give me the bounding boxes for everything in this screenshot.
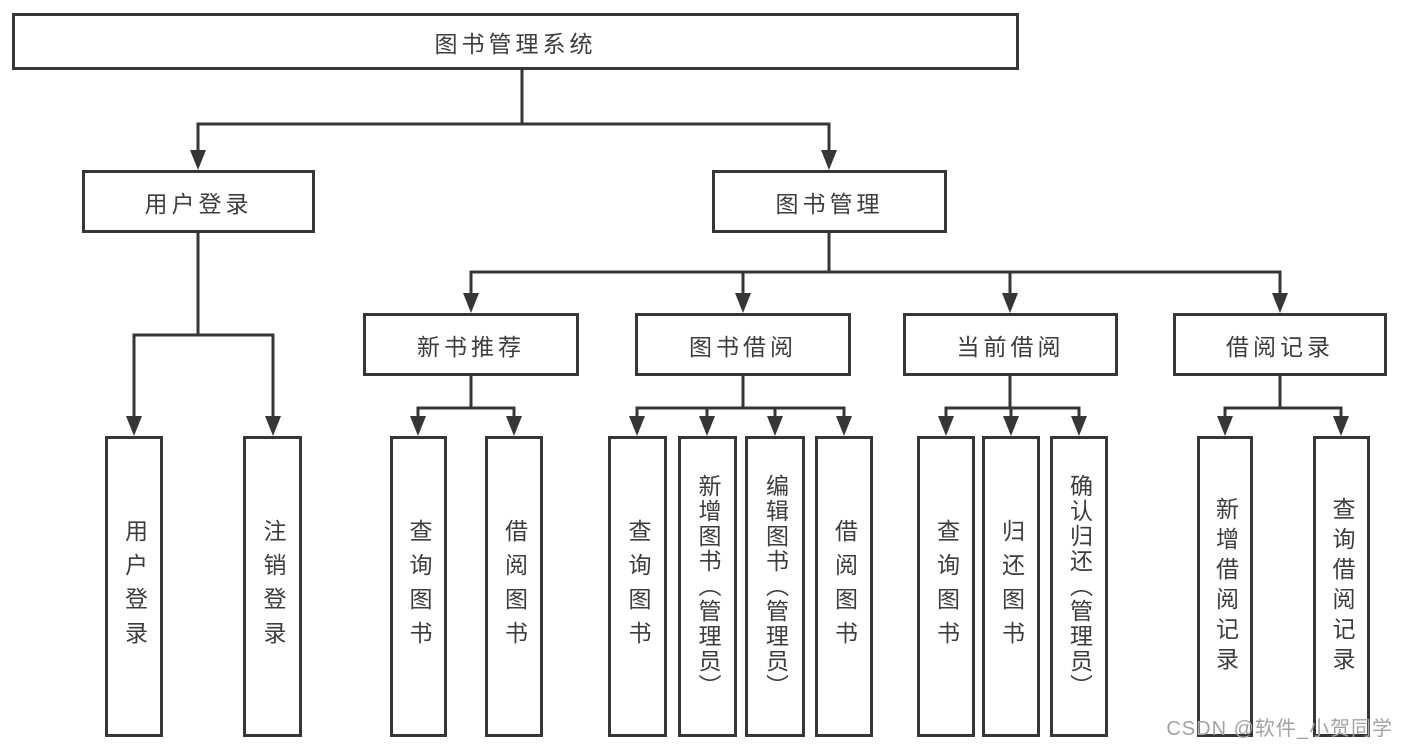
node-new-book-recommend-label: 新书推荐 [417, 333, 525, 360]
arrow-down-icon [1071, 416, 1087, 436]
leaf-query-borrow-record: 查询借阅记录 [1313, 436, 1370, 737]
node-borrow-records-label: 借阅记录 [1226, 333, 1334, 360]
leaf-borrow-books-label: 借阅图书 [831, 518, 858, 655]
arrow-down-icon [1272, 293, 1288, 313]
leaf-query-books-recommend-label: 查询图书 [406, 518, 432, 655]
leaf-confirm-return-admin-label: 确认归还（管理员） [1066, 474, 1093, 699]
node-book-borrow: 图书借阅 [635, 313, 851, 376]
arrow-down-icon [1002, 293, 1018, 313]
arrow-down-icon [767, 416, 783, 436]
arrow-down-icon [506, 416, 522, 436]
node-root: 图书管理系统 [12, 13, 1019, 70]
leaf-confirm-return-admin: 确认归还（管理员） [1050, 436, 1108, 737]
node-book-management: 图书管理 [712, 170, 947, 233]
node-root-label: 图书管理系统 [434, 30, 597, 57]
leaf-add-borrow-record: 新增借阅记录 [1197, 436, 1253, 737]
leaf-query-books-recommend: 查询图书 [390, 436, 447, 737]
node-new-book-recommend: 新书推荐 [363, 313, 579, 376]
leaf-add-borrow-record-label: 新增借阅记录 [1212, 496, 1239, 677]
leaf-edit-books-admin-label: 编辑图书（管理员） [762, 474, 789, 699]
leaf-add-books-admin-label: 新增图书（管理员） [695, 474, 721, 699]
leaf-edit-books-admin: 编辑图书（管理员） [745, 436, 805, 737]
leaf-query-books-current: 查询图书 [917, 436, 975, 737]
leaf-query-books-current-label: 查询图书 [933, 518, 960, 655]
node-user-login-label: 用户登录 [144, 190, 253, 217]
node-current-borrow-label: 当前借阅 [956, 333, 1065, 360]
arrow-down-icon [126, 416, 142, 436]
leaf-user-login: 用户登录 [105, 436, 163, 737]
arrow-down-icon [836, 416, 852, 436]
leaf-logout: 注销登录 [243, 436, 302, 737]
arrow-down-icon [735, 293, 751, 313]
leaf-borrow-books: 借阅图书 [815, 436, 873, 737]
leaf-query-borrow-record-label: 查询借阅记录 [1329, 496, 1355, 677]
arrow-down-icon [1217, 416, 1233, 436]
leaf-query-books-borrow: 查询图书 [608, 436, 667, 737]
node-current-borrow: 当前借阅 [903, 313, 1118, 376]
arrow-down-icon [265, 416, 281, 436]
watermark: CSDN @软件_小贺同学 [1166, 718, 1393, 740]
leaf-borrow-books-recommend-label: 借阅图书 [501, 518, 528, 655]
node-borrow-records: 借阅记录 [1173, 313, 1387, 376]
node-book-management-label: 图书管理 [775, 190, 884, 217]
leaf-return-books-label: 归还图书 [998, 518, 1025, 655]
arrow-down-icon [190, 150, 206, 170]
arrow-down-icon [699, 416, 715, 436]
arrow-down-icon [463, 293, 479, 313]
arrow-down-icon [1003, 416, 1019, 436]
leaf-logout-label: 注销登录 [260, 518, 286, 655]
leaf-query-books-borrow-label: 查询图书 [625, 518, 651, 655]
arrow-down-icon [1333, 416, 1349, 436]
arrow-down-icon [629, 416, 645, 436]
node-user-login: 用户登录 [82, 170, 315, 233]
leaf-borrow-books-recommend: 借阅图书 [485, 436, 543, 737]
arrow-down-icon [410, 416, 426, 436]
arrow-down-icon [938, 416, 954, 436]
node-book-borrow-label: 图书借阅 [689, 333, 797, 360]
leaf-add-books-admin: 新增图书（管理员） [678, 436, 737, 737]
leaf-user-login-label: 用户登录 [121, 518, 148, 655]
arrow-down-icon [821, 150, 837, 170]
leaf-return-books: 归还图书 [982, 436, 1040, 737]
